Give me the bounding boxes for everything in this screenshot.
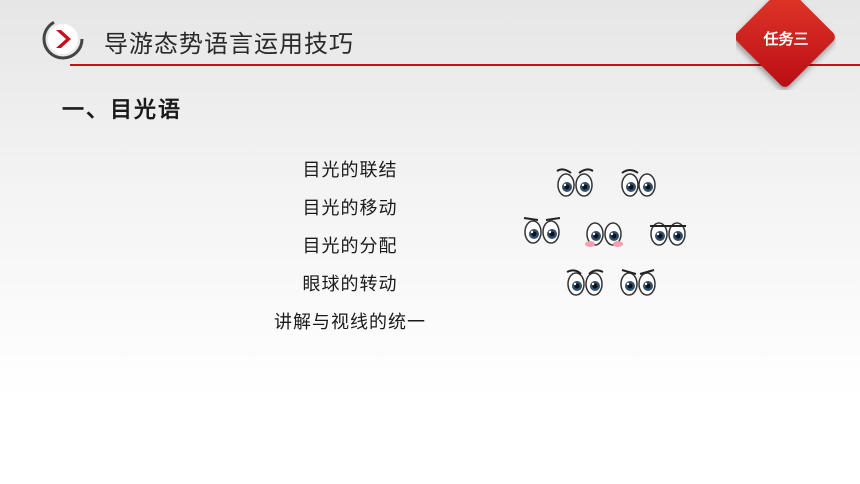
section-title: 一、目光语 xyxy=(62,98,183,123)
eye-pair-2 xyxy=(621,169,656,197)
task-badge-label: 任务三 xyxy=(763,30,809,48)
eye-pair-4 xyxy=(585,222,623,247)
eye-pair-3 xyxy=(523,217,561,244)
chevron-logo-icon xyxy=(42,18,84,60)
list-item: 目光的移动 xyxy=(302,198,398,219)
list-item: 目光的分配 xyxy=(302,236,398,257)
eye-pair-7 xyxy=(620,269,656,296)
eye-pair-5 xyxy=(650,222,686,246)
list-item: 眼球的转动 xyxy=(302,274,398,295)
list-item: 目光的联结 xyxy=(302,160,398,181)
eye-pair-1 xyxy=(556,168,594,197)
eye-pair-6 xyxy=(566,269,604,296)
topic-list: 目光的联结 目光的移动 目光的分配 眼球的转动 讲解与视线的统一 xyxy=(230,156,470,346)
header: 导游态势语言运用技巧 任务三 xyxy=(0,0,860,90)
page-title: 导游态势语言运用技巧 xyxy=(104,30,354,58)
list-item: 讲解与视线的统一 xyxy=(274,312,426,333)
header-divider xyxy=(70,64,860,66)
cartoon-eyes-icon xyxy=(523,168,686,296)
